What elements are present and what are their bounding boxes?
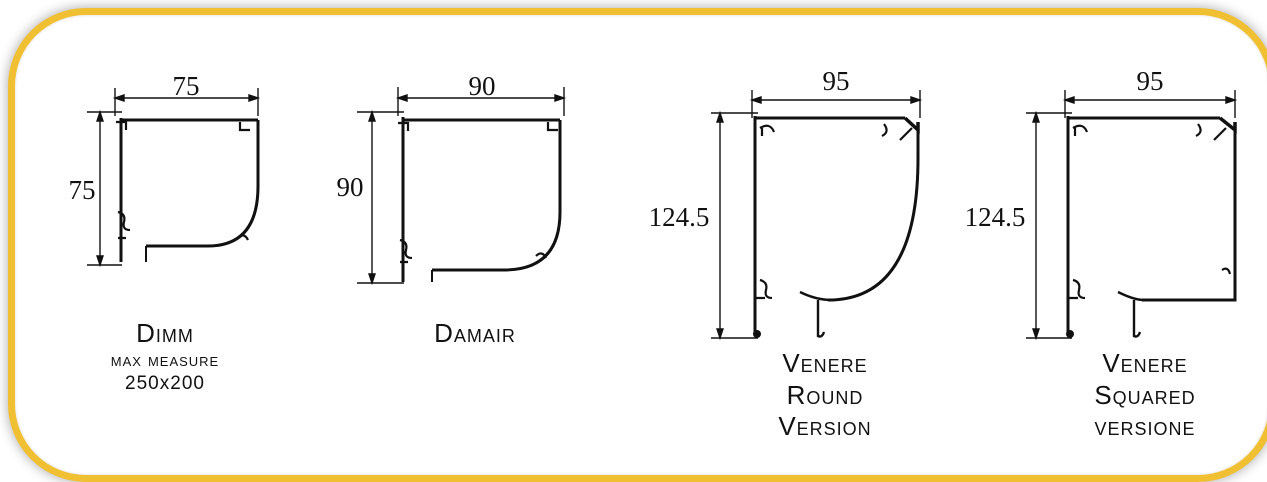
venere-round-profile-drawing: 95 124.5 bbox=[649, 66, 923, 341]
dimm-name: Dimm bbox=[136, 318, 194, 348]
venere-squared-caption: Venere Squared versione bbox=[1060, 348, 1230, 443]
venere-squared-dimension-lines bbox=[1026, 90, 1238, 341]
damair-dimension-lines bbox=[357, 87, 567, 286]
venere-round-name-line3: Version bbox=[778, 411, 872, 442]
damair-box-outline bbox=[398, 117, 562, 282]
dimm-box-outline bbox=[116, 118, 260, 262]
dimm-profile-drawing: 75 75 bbox=[69, 71, 261, 268]
dimm-max-measure-note: max measure bbox=[110, 349, 220, 370]
venere-round-dimension-lines bbox=[711, 90, 923, 341]
venere-round-name-line1: Venere bbox=[782, 348, 868, 378]
dimm-caption: Dimm max measure 250x200 bbox=[70, 318, 260, 395]
venere-squared-box-outline bbox=[1066, 116, 1237, 338]
venere-squared-name-line3: versione bbox=[1094, 411, 1196, 442]
venere-round-width-label: 95 bbox=[823, 66, 850, 96]
venere-round-box-outline bbox=[753, 116, 920, 338]
venere-squared-height-label: 124.5 bbox=[965, 202, 1026, 232]
damair-profile-drawing: 90 90 bbox=[337, 71, 567, 286]
venere-round-name-line2: Round bbox=[786, 379, 864, 410]
damair-height-label: 90 bbox=[337, 172, 364, 202]
venere-squared-profile-drawing: 95 124.5 bbox=[965, 66, 1238, 341]
damair-name: Damair bbox=[434, 318, 516, 348]
dimm-width-label: 75 bbox=[173, 71, 200, 101]
damair-caption: Damair bbox=[390, 318, 560, 350]
damair-width-label: 90 bbox=[469, 71, 496, 101]
venere-squared-name-line1: Venere bbox=[1102, 348, 1188, 378]
venere-squared-name-line2: Squared bbox=[1094, 379, 1196, 410]
venere-round-height-label: 124.5 bbox=[649, 202, 710, 232]
dimm-dimension-lines bbox=[87, 88, 261, 268]
dimm-max-size: 250x200 bbox=[125, 372, 205, 394]
venere-squared-width-label: 95 bbox=[1137, 66, 1164, 96]
venere-round-caption: Venere Round Version bbox=[745, 348, 905, 443]
dimm-height-label: 75 bbox=[69, 175, 96, 205]
